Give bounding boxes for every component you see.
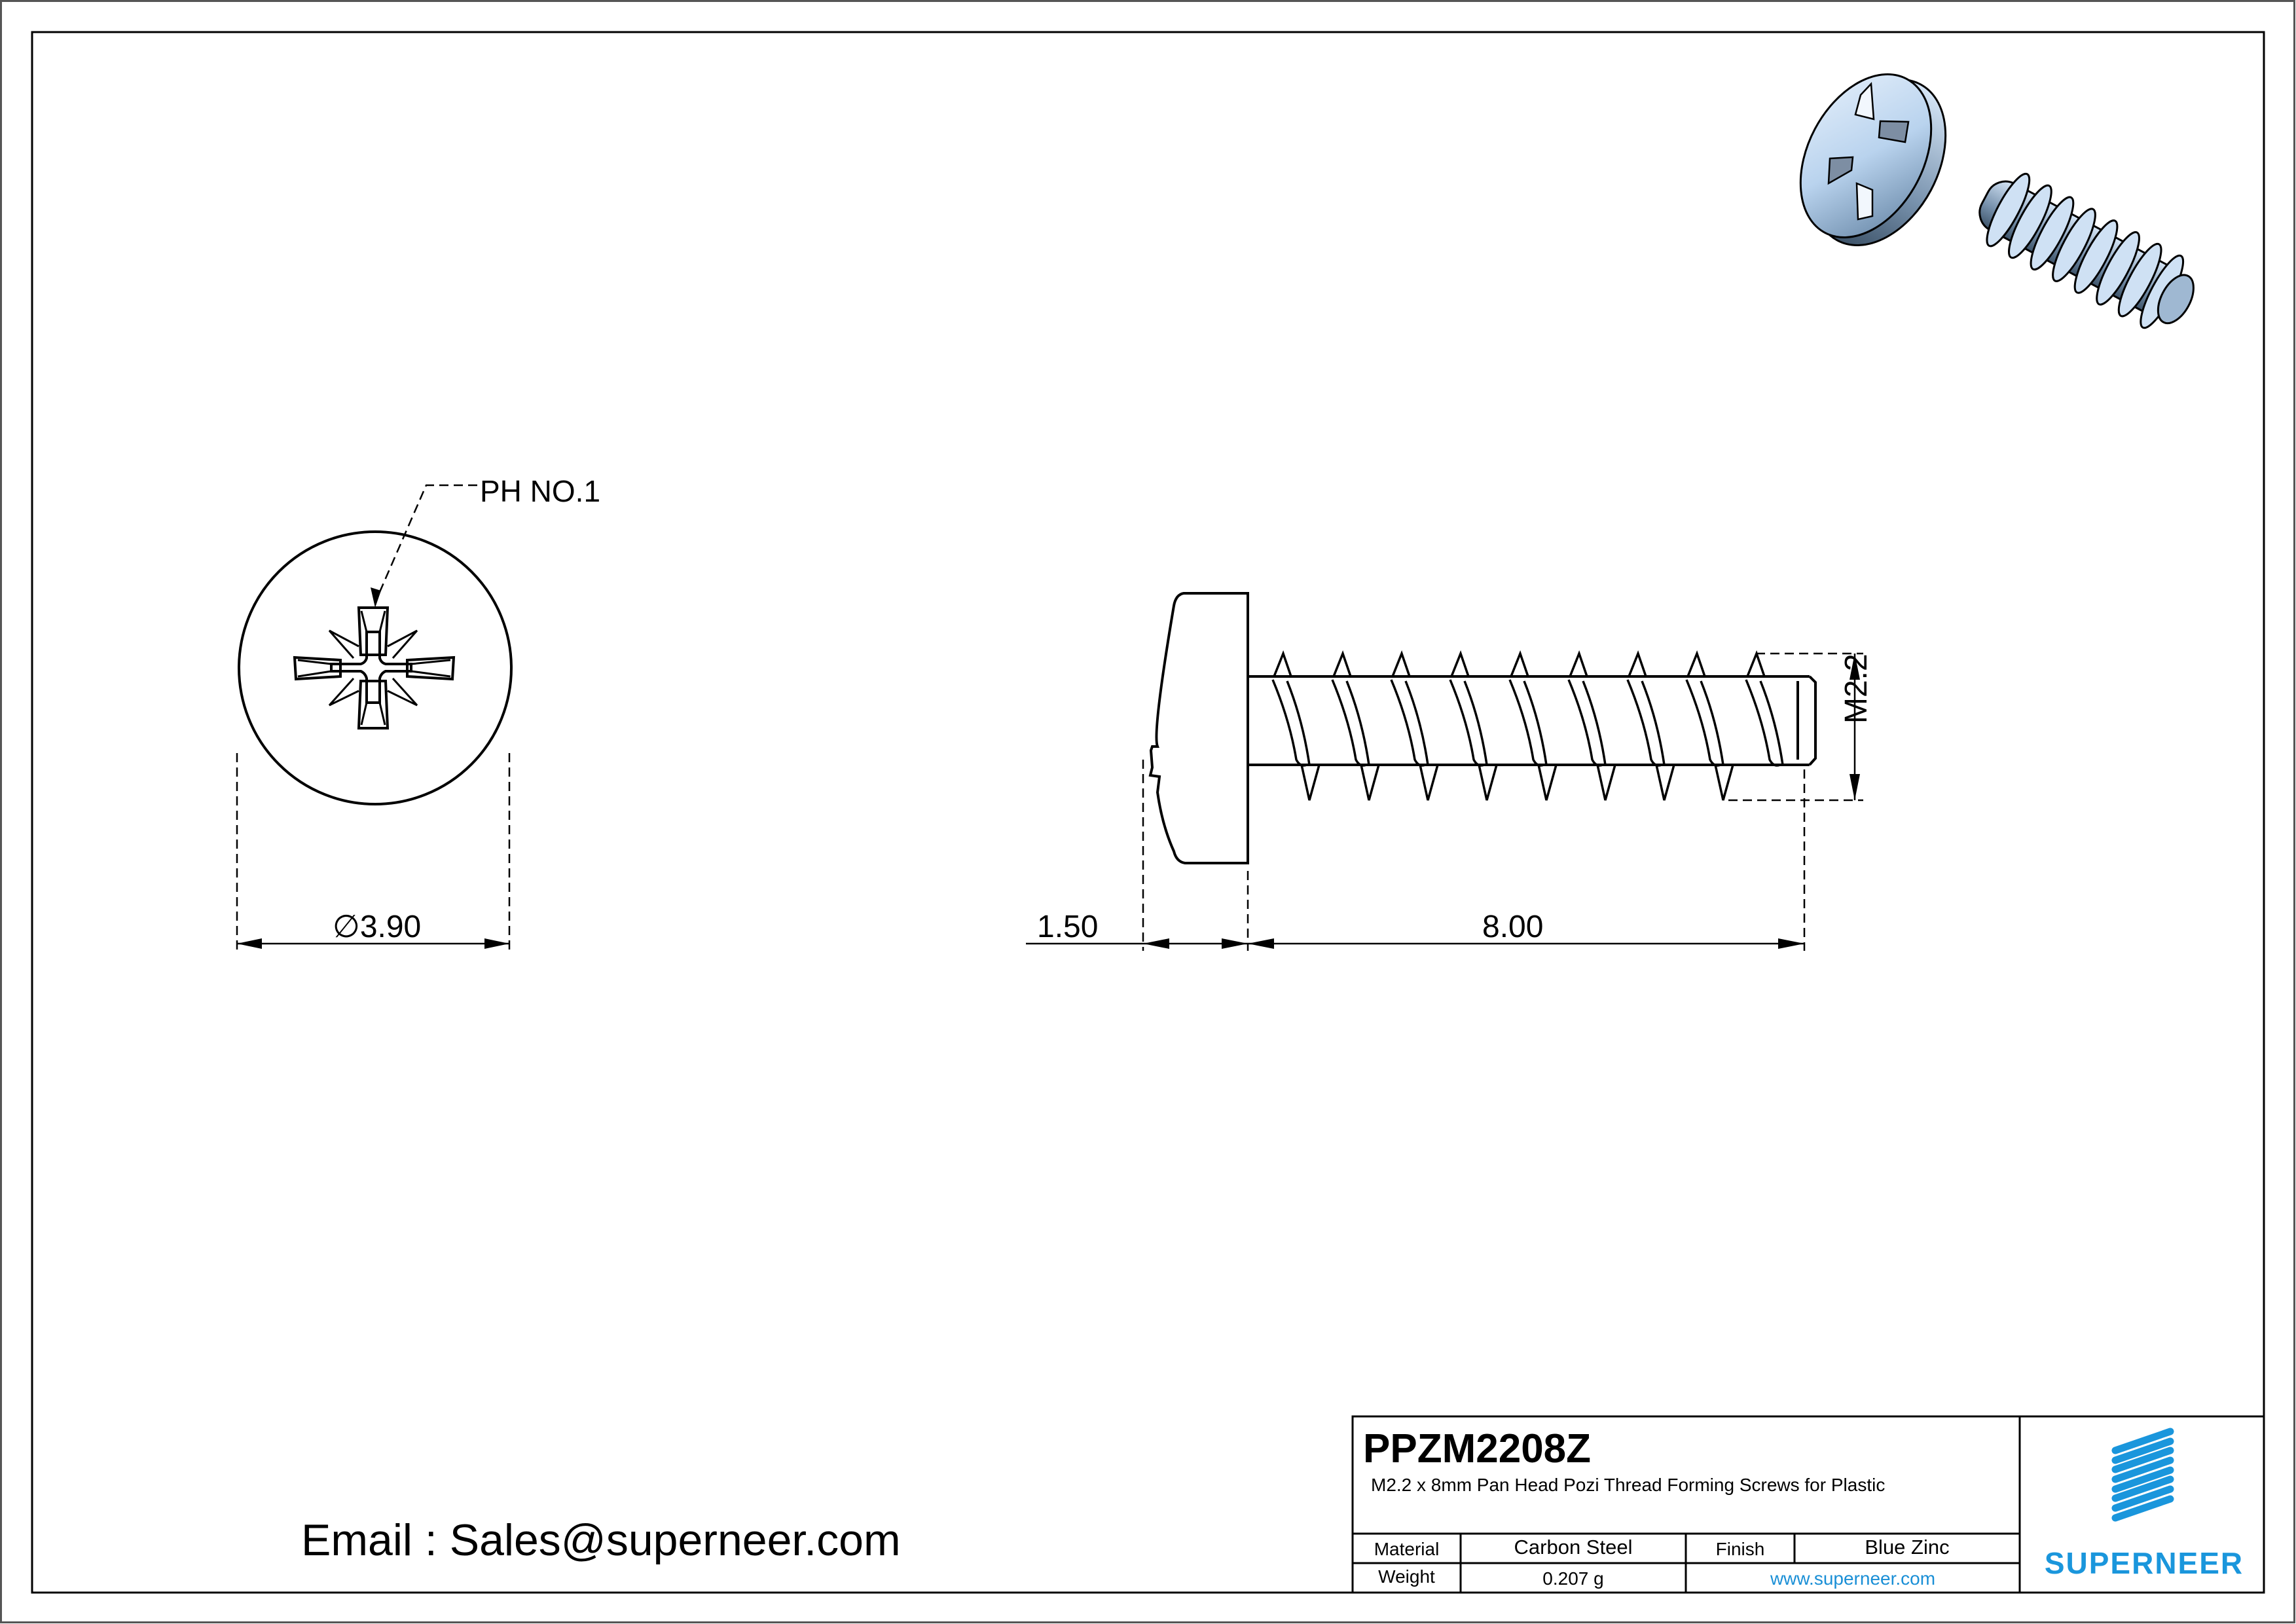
thread-profile: [1271, 650, 1784, 801]
weight-label: Weight: [1378, 1566, 1435, 1587]
side-dimensions: [1026, 652, 1863, 951]
head-height-dimension: 1.50: [1037, 910, 1099, 944]
striped-logo-icon: [2111, 1428, 2174, 1522]
finish-label: Finish: [1715, 1539, 1765, 1559]
thread-size-dimension: M2.2: [1839, 654, 1874, 724]
inner-frame: [31, 31, 2265, 1594]
website-link[interactable]: www.superneer.com: [1770, 1568, 1936, 1589]
contact-email[interactable]: Email : Sales@superneer.com: [301, 1515, 901, 1565]
top-view: [238, 530, 513, 805]
brand-logo-text: SUPERNEER: [2044, 1546, 2244, 1580]
callout-leader: [371, 484, 477, 608]
finish-value: Blue Zinc: [1865, 1536, 1950, 1559]
diameter-dimension: [236, 753, 511, 951]
material-value: Carbon Steel: [1514, 1536, 1633, 1559]
diameter-symbol: ∅: [333, 910, 360, 944]
part-description: M2.2 x 8mm Pan Head Pozi Thread Forming …: [1371, 1475, 1886, 1495]
screw-3d-render: [1799, 73, 2195, 329]
material-label: Material: [1374, 1539, 1440, 1559]
weight-value: 0.207 g: [1542, 1568, 1604, 1589]
length-dimension: 8.00: [1482, 910, 1544, 944]
head-diameter-dimension: ∅3.90: [333, 912, 421, 943]
callout-label: PH NO.1: [480, 474, 601, 508]
part-number: PPZM2208Z: [1363, 1426, 1592, 1471]
diameter-value: 3.90: [359, 910, 422, 944]
title-block-frame: [1351, 1415, 2265, 1594]
